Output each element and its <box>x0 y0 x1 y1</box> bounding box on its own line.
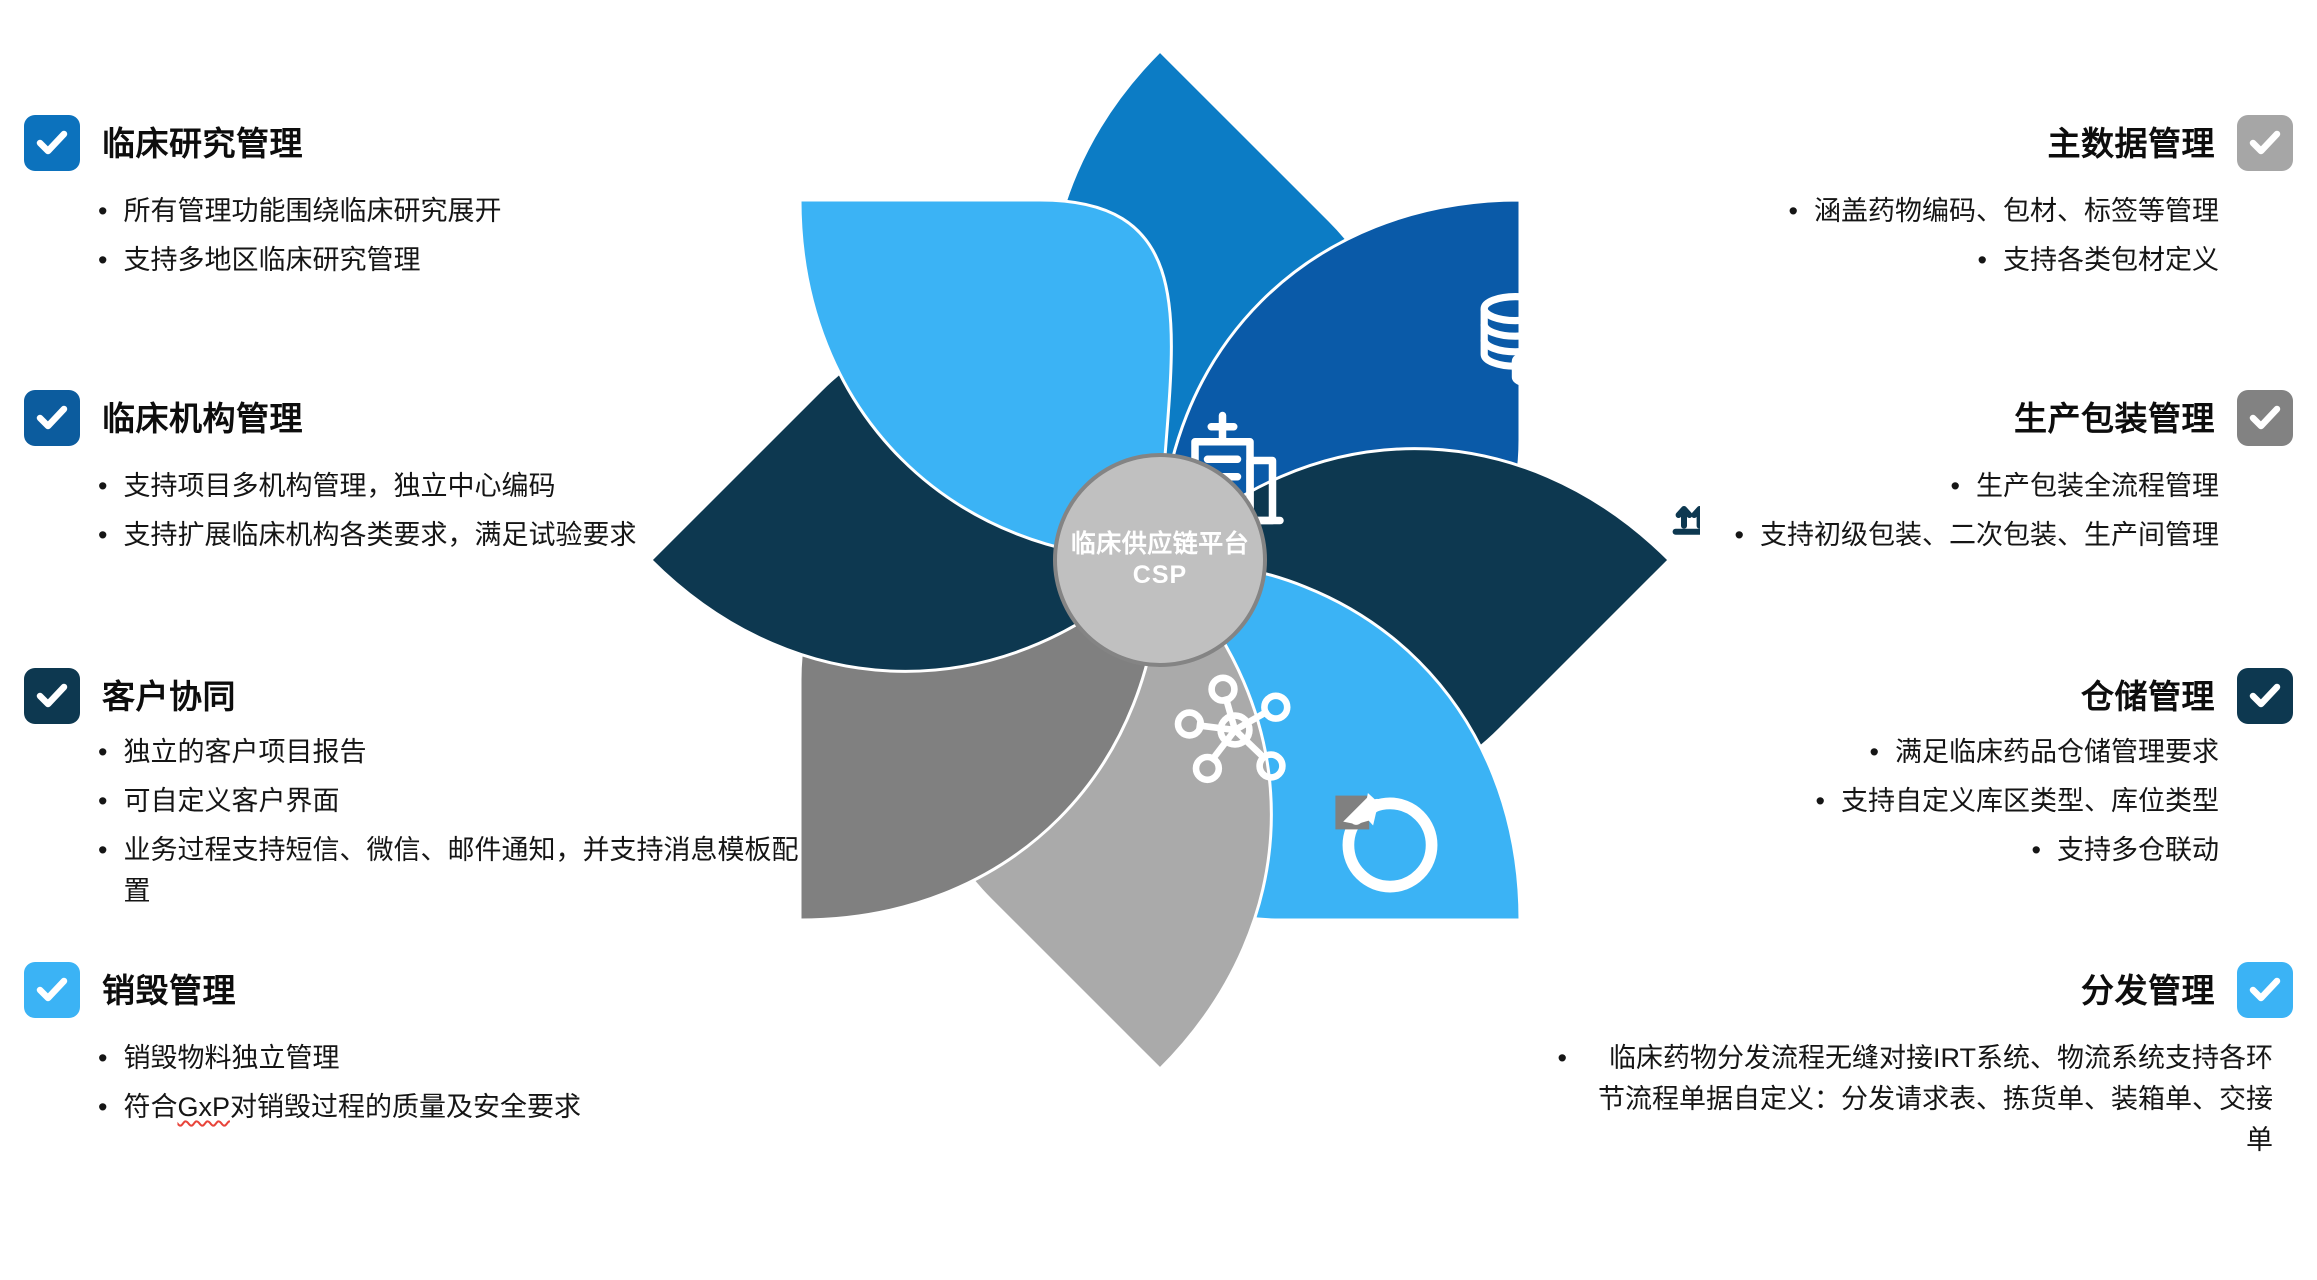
feature-title: 客户协同 <box>102 677 236 715</box>
bullet-marker: • <box>98 1092 108 1123</box>
feature-block-production-packaging: 生产包装管理 • 生产包装全流程管理 • 支持初级包装、二次包装、生产间管理 <box>1735 390 2293 564</box>
bullet-text: 支持扩展临床机构各类要求，满足试验要求 <box>123 520 637 551</box>
bullet-text: 销毁物料独立管理 <box>123 1043 340 1073</box>
bullet-item: • 可自定义客户界面 <box>98 781 803 822</box>
bullet-marker: • <box>1734 520 1744 551</box>
bullet-item: • 满足临床药品仓储管理要求 <box>1816 732 2219 773</box>
bullet-text: 独立的客户项目报告 <box>123 737 367 767</box>
bullet-item: • 销毁物料独立管理 <box>98 1038 581 1079</box>
warehouse-icon <box>1640 607 1700 702</box>
bullet-item: • 支持项目多机构管理，独立中心编码 <box>98 466 636 507</box>
bullet-text: 支持自定义库区类型、库位类型 <box>1841 786 2219 817</box>
bullet-item: • 支持各类包材定义 <box>1789 240 2219 281</box>
bullet-item: • 支持自定义库区类型、库位类型 <box>1816 781 2219 822</box>
bullet-marker: • <box>2031 835 2041 866</box>
feature-bullets: • 支持项目多机构管理，独立中心编码 • 支持扩展临床机构各类要求，满足试验要求 <box>24 466 636 556</box>
bullet-marker: • <box>1788 196 1798 226</box>
feature-title: 主数据管理 <box>2047 124 2215 162</box>
feature-title: 仓储管理 <box>2081 677 2215 715</box>
bullet-text: 所有管理功能围绕临床研究展开 <box>123 196 502 226</box>
bullet-text: 支持初级包装、二次包装、生产间管理 <box>1760 520 2219 551</box>
feature-bullets: • 销毁物料独立管理 • 符合GxP对销毁过程的质量及安全要求 <box>24 1038 581 1128</box>
pinwheel-diagram: 临床供应链平台 CSP <box>620 20 1700 1100</box>
bullet-text: 临床药物分发流程无缝对接IRT系统、物流系统支持各环节流程单据自定义：分发请求表… <box>1598 1043 2273 1156</box>
feature-title: 销毁管理 <box>102 971 236 1009</box>
feature-title: 临床研究管理 <box>102 124 303 162</box>
feature-block-destruction: 销毁管理 • 销毁物料独立管理 • 符合GxP对销毁过程的质量及安全要求 <box>24 962 581 1136</box>
bullet-marker: • <box>1869 737 1879 767</box>
checkbox-icon[interactable] <box>2237 390 2293 446</box>
bullet-item: • 业务过程支持短信、微信、邮件通知，并支持消息模板配置 <box>98 830 803 912</box>
bullet-text-gxp: 符合GxP对销毁过程的质量及安全要求 <box>123 1092 581 1123</box>
bullet-marker: • <box>1815 786 1825 817</box>
bullet-marker: • <box>98 245 108 276</box>
checkbox-icon[interactable] <box>2237 962 2293 1018</box>
bullet-marker: • <box>98 1043 108 1073</box>
feature-block-warehousing: 仓储管理 • 满足临床药品仓储管理要求 • 支持自定义库区类型、库位类型 • 支… <box>1816 668 2293 879</box>
feature-header: 临床研究管理 <box>24 115 501 171</box>
checkbox-icon[interactable] <box>24 390 80 446</box>
bullet-marker: • <box>98 520 108 551</box>
bullet-marker: • <box>98 835 108 866</box>
feature-title: 分发管理 <box>2081 971 2215 1009</box>
bullet-text: 支持多仓联动 <box>2057 835 2219 866</box>
bullet-item: • 所有管理功能围绕临床研究展开 <box>98 191 501 232</box>
bullet-item: • 支持多地区临床研究管理 <box>98 240 501 281</box>
feature-header: 销毁管理 <box>24 962 581 1018</box>
feature-header: 临床机构管理 <box>24 390 636 446</box>
bullet-marker: • <box>1977 245 1987 276</box>
feature-bullets: • 独立的客户项目报告 • 可自定义客户界面 • 业务过程支持短信、微信、邮件通… <box>24 732 803 912</box>
bullet-text: 业务过程支持短信、微信、邮件通知，并支持消息模板配置 <box>123 835 799 907</box>
bullet-item: • 生产包装全流程管理 <box>1735 466 2219 507</box>
feature-bullets: • 满足临床药品仓储管理要求 • 支持自定义库区类型、库位类型 • 支持多仓联动 <box>1816 732 2293 871</box>
bullet-marker: • <box>98 786 108 817</box>
checkbox-icon[interactable] <box>24 668 80 724</box>
bullet-text: 支持多地区临床研究管理 <box>123 245 421 276</box>
delivery-truck-icon <box>1535 752 1624 836</box>
bullet-text: 可自定义客户界面 <box>123 786 340 817</box>
bullet-item: • 支持初级包装、二次包装、生产间管理 <box>1735 515 2219 556</box>
feature-title: 临床机构管理 <box>102 399 303 437</box>
hub-circle <box>1053 453 1267 667</box>
feature-header: 分发管理 <box>1558 962 2293 1018</box>
bullet-text: 支持各类包材定义 <box>2003 245 2219 276</box>
bullet-item: • 涵盖药物编码、包材、标签等管理 <box>1789 191 2219 232</box>
bullet-marker: • <box>98 471 108 501</box>
bullet-marker: • <box>98 737 108 767</box>
bullet-marker: • <box>98 196 108 226</box>
feature-header: 主数据管理 <box>1789 115 2293 171</box>
feature-block-clinical-site: 临床机构管理 • 支持项目多机构管理，独立中心编码 • 支持扩展临床机构各类要求… <box>24 390 636 564</box>
bullet-marker: • <box>1950 471 1960 501</box>
feature-bullets: • 涵盖药物编码、包材、标签等管理 • 支持各类包材定义 <box>1789 191 2293 281</box>
spellcheck-word: GxP <box>177 1092 230 1123</box>
bullet-item: • 支持扩展临床机构各类要求，满足试验要求 <box>98 515 636 556</box>
bullet-text: 支持项目多机构管理，独立中心编码 <box>123 471 556 501</box>
feature-block-distribution: 分发管理 • 临床药物分发流程无缝对接IRT系统、物流系统支持各环节流程单据自定… <box>1558 962 2293 1169</box>
feature-bullets: • 生产包装全流程管理 • 支持初级包装、二次包装、生产间管理 <box>1735 466 2293 556</box>
feature-block-master-data: 主数据管理 • 涵盖药物编码、包材、标签等管理 • 支持各类包材定义 <box>1789 115 2293 289</box>
inbound-box-icon <box>1644 432 1700 538</box>
checkbox-icon[interactable] <box>2237 668 2293 724</box>
checkbox-icon[interactable] <box>24 115 80 171</box>
checkbox-icon[interactable] <box>24 962 80 1018</box>
feature-bullets: • 所有管理功能围绕临床研究展开 • 支持多地区临床研究管理 <box>24 191 501 281</box>
bullet-text: 生产包装全流程管理 <box>1976 471 2219 501</box>
feature-bullets: • 临床药物分发流程无缝对接IRT系统、物流系统支持各环节流程单据自定义：分发请… <box>1558 1038 2293 1161</box>
bullet-marker: • <box>1557 1043 1567 1073</box>
feature-header: 生产包装管理 <box>1735 390 2293 446</box>
bullet-item: • 独立的客户项目报告 <box>98 732 803 773</box>
feature-header: 客户协同 <box>24 668 803 724</box>
bullet-item: • 符合GxP对销毁过程的质量及安全要求 <box>98 1087 581 1128</box>
feature-title: 生产包装管理 <box>2014 399 2215 437</box>
feature-header: 仓储管理 <box>1816 668 2293 724</box>
bullet-item: • 支持多仓联动 <box>1816 830 2219 871</box>
bullet-text: 满足临床药品仓储管理要求 <box>1895 737 2219 767</box>
bullet-text: 涵盖药物编码、包材、标签等管理 <box>1814 196 2219 226</box>
bullet-item: • 临床药物分发流程无缝对接IRT系统、物流系统支持各环节流程单据自定义：分发请… <box>1558 1038 2273 1161</box>
feature-block-customer-collab: 客户协同 • 独立的客户项目报告 • 可自定义客户界面 • 业务过程支持短信、微… <box>24 668 803 920</box>
checkbox-icon[interactable] <box>2237 115 2293 171</box>
feature-block-clinical-research: 临床研究管理 • 所有管理功能围绕临床研究展开 • 支持多地区临床研究管理 <box>24 115 501 289</box>
